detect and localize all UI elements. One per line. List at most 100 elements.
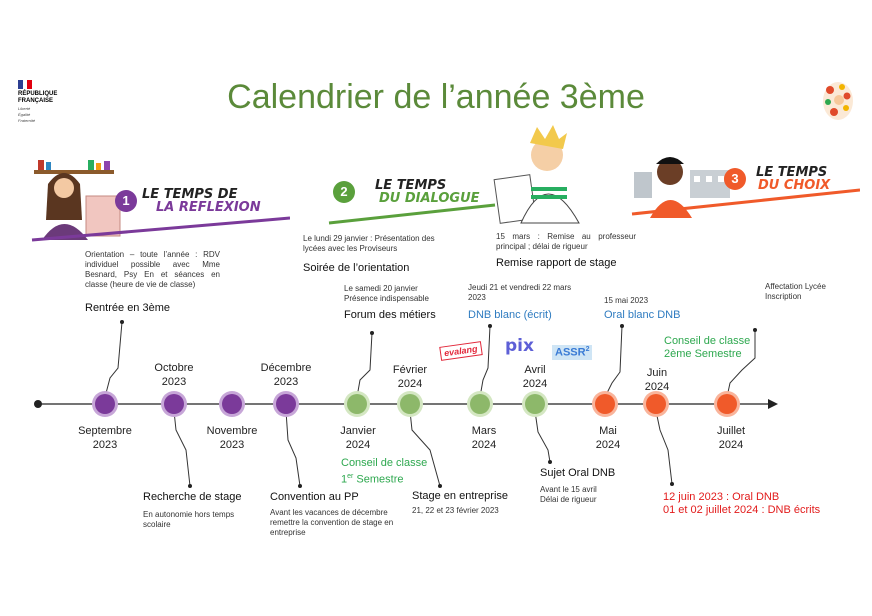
month-fevrier: Février 2024: [375, 363, 445, 391]
rf-motto-2: Égalité: [18, 112, 31, 117]
evalang-logo-text: evalang: [443, 343, 479, 359]
affectation-line2: Inscription: [765, 292, 802, 301]
assr-logo-sub: 2: [585, 346, 590, 353]
month-juin-year: 2024: [644, 381, 670, 393]
affectation-line1: Affectation Lycée: [765, 282, 826, 291]
month-fevrier-year: 2024: [397, 378, 423, 390]
rapport-text: 15 mars : Remise au professeur principal…: [496, 232, 636, 251]
phase-3-illustration: [631, 157, 861, 218]
month-juin: Juin 2024: [622, 366, 692, 394]
rf-line2: FRANÇAISE: [18, 98, 54, 104]
conseil-1-sup: er: [347, 473, 354, 480]
conseil-classe-1: Conseil de classe 1er Semestre: [341, 457, 427, 487]
oral-blanc-title: Oral blanc DNB: [604, 309, 681, 321]
month-mai-name: Mai: [599, 425, 617, 437]
oral-text: Avant le 15 avril Délai de rigueur: [540, 485, 597, 505]
phase-1-label-line2: LA REFLEXION: [156, 200, 261, 215]
phase-1-banner: 1 LE TEMPS DE LA REFLEXION: [28, 160, 291, 242]
month-janvier-year: 2024: [345, 439, 371, 451]
soiree-title: Soirée de l’orientation: [303, 262, 410, 274]
month-novembre-year: 2023: [219, 439, 245, 451]
forum-text: Le samedi 20 janvier Présence indispensa…: [344, 284, 429, 303]
dot-septembre: [95, 394, 115, 414]
dot-janvier: [347, 394, 367, 414]
dot-decembre: [276, 394, 296, 414]
month-mai-year: 2024: [595, 439, 621, 451]
month-novembre-name: Novembre: [206, 425, 258, 437]
assr-logo-text: ASSR: [555, 346, 586, 359]
dot-novembre: [222, 394, 242, 414]
month-avril-year: 2024: [522, 378, 548, 390]
conseil-1-line1: Conseil de classe: [341, 457, 428, 469]
dot-mai: [595, 394, 615, 414]
month-avril-name: Avril: [524, 364, 546, 376]
month-septembre-year: 2023: [92, 439, 118, 451]
dot-octobre: [164, 394, 184, 414]
orientation-text: Orientation – toute l’année : RDV indivi…: [85, 250, 220, 289]
phase-2-illustration: [328, 125, 580, 225]
dnb-dates-line1: 12 juin 2023 : Oral DNB: [663, 491, 780, 503]
month-novembre: Novembre 2023: [197, 424, 267, 452]
dnb-dates-line2: 01 et 02 juillet 2024 : DNB écrits: [663, 504, 821, 516]
oral-text-line2: Délai de rigueur: [540, 495, 597, 504]
phase-2-label: LE TEMPS DU DIALOGUE: [375, 179, 480, 205]
month-juin-name: Juin: [646, 367, 668, 379]
school-logo-icon: [820, 80, 856, 122]
phase-3-label: LE TEMPS DU CHOIX: [756, 166, 830, 192]
recherche-text: En autonomie hors temps scolaire: [143, 510, 235, 529]
phase-1-illustration: [31, 160, 291, 242]
oral-title: Sujet Oral DNB: [540, 467, 616, 479]
month-mars-year: 2024: [471, 439, 497, 451]
oral-text-line1: Avant le 15 avril: [540, 485, 597, 494]
dnb-blanc-title: DNB blanc (écrit): [468, 309, 552, 321]
phase-1-label-line1: LE TEMPS DE: [142, 187, 238, 202]
recherche-title: Recherche de stage: [143, 491, 242, 503]
french-flag-icon: [18, 80, 33, 89]
month-decembre-name: Décembre: [260, 362, 312, 374]
phase-3-label-line2: DU CHOIX: [758, 178, 831, 193]
month-octobre-name: Octobre: [154, 362, 194, 374]
phase-2-label-line1: LE TEMPS: [375, 178, 447, 193]
phase-3-number: 3: [724, 168, 746, 190]
month-mars: Mars 2024: [449, 424, 519, 452]
phase-3-label-line1: LE TEMPS: [756, 165, 828, 180]
stage-text: 21, 22 et 23 février 2023: [412, 506, 499, 515]
rapport-title: Remise rapport de stage: [496, 257, 617, 269]
month-mai: Mai 2024: [573, 424, 643, 452]
pix-logo-text: pix: [505, 336, 534, 356]
phase-2-number: 2: [333, 181, 355, 203]
month-janvier: Janvier 2024: [323, 424, 393, 452]
soiree-text: Le lundi 29 janvier : Présentation des l…: [303, 234, 435, 253]
affectation-text: Affectation Lycée Inscription: [765, 282, 826, 302]
forum-title: Forum des métiers: [344, 309, 436, 321]
oral-blanc-text: 15 mai 2023: [604, 296, 649, 305]
month-octobre: Octobre 2023: [139, 361, 209, 389]
phase-2-banner: 2 LE TEMPS DU DIALOGUE: [325, 125, 605, 225]
month-decembre-year: 2023: [273, 376, 299, 388]
month-septembre-name: Septembre: [78, 425, 132, 437]
month-janvier-name: Janvier: [340, 425, 376, 437]
month-septembre: Septembre 2023: [70, 424, 140, 452]
conseil-1-line2: 1er Semestre: [341, 470, 427, 487]
rf-motto-1: Liberté: [18, 106, 31, 111]
convention-title: Convention au PP: [270, 491, 359, 503]
rf-motto-3: Fraternité: [18, 118, 36, 123]
dnb-blanc-text: Jeudi 21 et vendredi 22 mars 2023: [468, 283, 572, 302]
month-decembre: Décembre 2023: [251, 361, 321, 389]
month-fevrier-name: Février: [392, 364, 428, 376]
month-avril: Avril 2024: [500, 363, 570, 391]
pix-logo: pix: [505, 336, 534, 356]
phase-1-label: LE TEMPS DE LA REFLEXION: [142, 188, 261, 214]
dnb-dates: 12 juin 2023 : Oral DNB 01 et 02 juillet…: [663, 491, 820, 517]
page-title: Calendrier de l’année 3ème: [227, 78, 645, 116]
month-juillet-name: Juillet: [716, 425, 746, 437]
month-juillet-year: 2024: [718, 439, 744, 451]
conseil-2-line1: Conseil de classe: [664, 335, 751, 347]
assr-logo: ASSR2: [552, 345, 593, 360]
conseil-2-line2: 2ème Semestre: [664, 348, 742, 360]
dot-juin: [646, 394, 666, 414]
dot-mars: [470, 394, 490, 414]
dot-avril: [525, 394, 545, 414]
stage-title: Stage en entreprise: [412, 490, 509, 502]
month-mars-name: Mars: [471, 425, 497, 437]
